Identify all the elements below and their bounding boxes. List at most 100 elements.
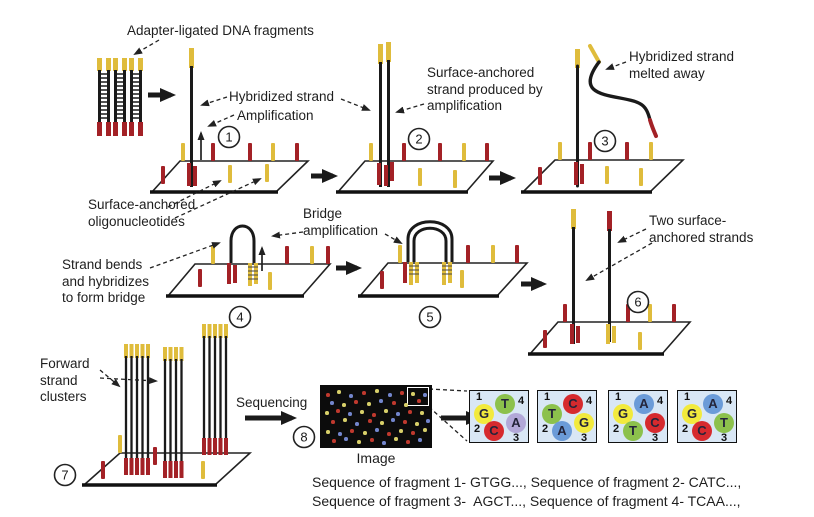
cluster-dot (388, 393, 392, 397)
panel-1-hybridized-strand (187, 48, 205, 187)
sequence-results-line-2: Sequence of fragment 3- AGCT..., Sequenc… (312, 493, 741, 509)
cluster-dot (363, 431, 367, 435)
svg-text:2: 2 (415, 132, 422, 147)
svg-text:4: 4 (236, 310, 243, 325)
fragment-number-2: 2 (542, 423, 549, 435)
base-circle-A: A (634, 394, 654, 414)
panel-1-surface (150, 143, 310, 194)
cluster-dot (411, 392, 415, 396)
surface-strand-label: Surface-anchored strand produced by ampl… (427, 65, 543, 114)
cluster-dot (326, 430, 330, 434)
cluster-dot (375, 428, 379, 432)
cluster-dot (408, 410, 412, 414)
cluster-dot (355, 422, 359, 426)
cluster-dot (337, 390, 341, 394)
cluster-dot (387, 432, 391, 436)
panel-4-bridge (227, 224, 266, 286)
base-circle-C: C (484, 421, 504, 441)
panel-2-surface (336, 143, 495, 194)
adapter-label: Adapter-ligated DNA fragments (127, 23, 314, 38)
cluster-dot (379, 399, 383, 403)
cluster-dot (367, 402, 371, 406)
bridge-amplification-label: Bridge amplification (303, 206, 379, 238)
cluster-dot (394, 437, 398, 441)
cluster-dot (368, 419, 372, 423)
cluster-dot (343, 418, 347, 422)
base-circle-A: A (703, 394, 723, 414)
hybridized-strand-label: Hybridized strand (229, 89, 335, 104)
fragment-number-3: 3 (652, 432, 659, 444)
cluster-dot (336, 409, 340, 413)
base-circle-G: G (682, 404, 702, 424)
step-7: 7 (53, 463, 77, 487)
cluster-dot (332, 439, 336, 443)
cluster-dot (375, 389, 379, 393)
image-caption: Image (356, 450, 396, 466)
svg-text:7: 7 (61, 468, 68, 483)
cluster-dot (415, 422, 419, 426)
svg-text:6: 6 (634, 295, 641, 310)
base-circle-T: T (714, 413, 734, 433)
fragment-number-4: 4 (726, 395, 733, 407)
fragment-number-1: 1 (544, 391, 551, 403)
cluster-dot (423, 428, 427, 432)
cluster-dot (350, 429, 354, 433)
panel-2-strand-pair (377, 42, 394, 187)
sequencing-label: Sequencing (236, 395, 308, 410)
cluster-dot (396, 412, 400, 416)
base-circle-T: T (495, 394, 515, 414)
svg-text:3: 3 (601, 134, 608, 149)
cluster-dot (362, 391, 366, 395)
cluster-dot (384, 409, 388, 413)
flow-arrows (148, 88, 547, 425)
svg-text:8: 8 (300, 430, 307, 445)
fragment-number-2: 2 (474, 423, 481, 435)
step-8: 8 (292, 425, 316, 449)
cluster-dot (418, 438, 422, 442)
step-6: 6 (626, 290, 650, 314)
panel-3-strand-and-melted (574, 44, 658, 188)
fragment-number-1: 1 (684, 391, 691, 403)
cluster-dot (360, 410, 364, 414)
cluster-dot (391, 418, 395, 422)
cluster-dot (417, 399, 421, 403)
annotation-arrows (99, 39, 653, 442)
cluster-dot (330, 401, 334, 405)
sequence-results-line-1: Sequence of fragment 1- GTGG..., Sequenc… (312, 474, 742, 490)
amplification-label: Amplification (237, 108, 314, 123)
cluster-dot (426, 419, 430, 423)
fragment-number-1: 1 (615, 391, 622, 403)
cluster-dot (400, 391, 404, 395)
step-3: 3 (593, 129, 617, 153)
base-circle-T: T (623, 421, 643, 441)
cluster-dot (411, 431, 415, 435)
cluster-dot (349, 394, 353, 398)
step-5: 5 (418, 305, 442, 329)
step-2: 2 (407, 127, 431, 151)
cluster-dot (406, 440, 410, 444)
panel-5-double-bridge (403, 220, 454, 285)
fragment-number-3: 3 (581, 432, 588, 444)
strand-bends-label: Strand bends and hybridizes to form brid… (62, 257, 150, 306)
fragment-number-3: 3 (513, 432, 520, 444)
cluster-dot (403, 420, 407, 424)
base-circle-A: A (552, 421, 572, 441)
fragment-number-4: 4 (586, 395, 593, 407)
cluster-dot (420, 411, 424, 415)
svg-text:5: 5 (426, 310, 433, 325)
fragment-number-2: 2 (682, 423, 689, 435)
melted-strand-label: Hybridized strand melted away (629, 49, 735, 81)
adapter-fragments-illustration (97, 58, 143, 136)
fragment-number-1: 1 (476, 391, 483, 403)
base-circle-G: G (613, 404, 633, 424)
cluster-dot (326, 393, 330, 397)
fragment-number-2: 2 (613, 423, 620, 435)
base-circle-C: C (563, 394, 583, 414)
cluster-dot (344, 437, 348, 441)
